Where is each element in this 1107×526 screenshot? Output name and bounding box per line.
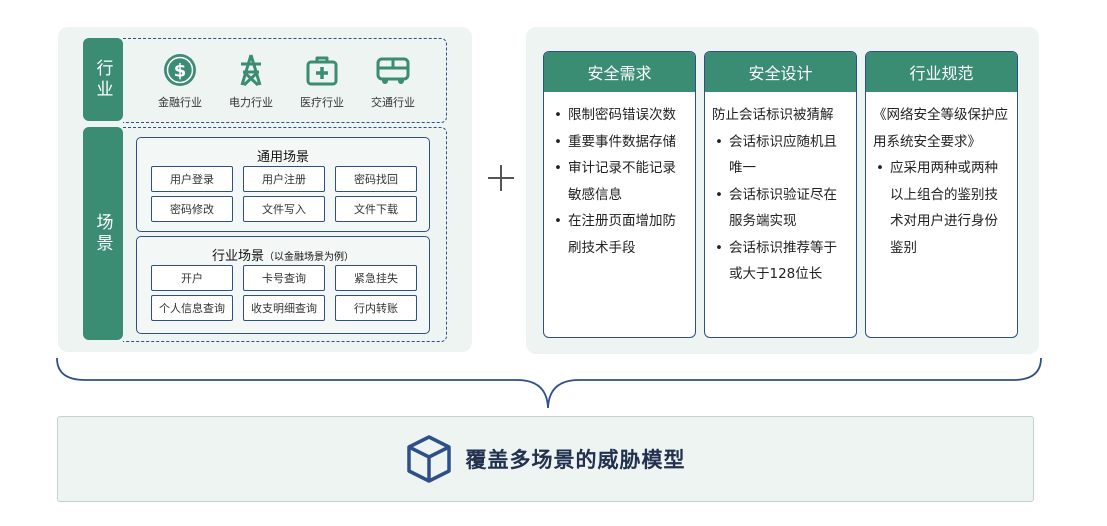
general-scene-box: 通用场景 用户登录 用户注册 密码找回 密码修改 文件写入 文件下载 [136, 137, 430, 232]
scene-chip: 密码找回 [335, 166, 417, 192]
threat-model-title: 覆盖多场景的威胁模型 [465, 448, 686, 472]
bullet-item: 审计记录不能记录敏感信息 [551, 155, 688, 208]
industry-scene-title: 行业场景（以金融场景为例） [211, 249, 354, 264]
scene-chip: 个人信息查询 [151, 295, 233, 321]
curly-brace [56, 357, 1042, 409]
industry-transport: 交通行业 [358, 52, 428, 110]
scene-dashed-frame [123, 127, 447, 342]
bullet-item: 会话标识应随机且唯一 [712, 129, 849, 182]
scene-chip: 收支明细查询 [243, 295, 325, 321]
scene-chip: 开户 [151, 265, 233, 291]
bullet-item: 在注册页面增加防刷技术手段 [551, 208, 688, 261]
scene-chip: 文件下载 [335, 196, 417, 222]
industry-label: 医疗行业 [300, 96, 344, 109]
industry-medical: 医疗行业 [287, 52, 357, 110]
bullet-item: 重要事件数据存储 [551, 129, 688, 156]
dollar-coin-icon: $ [164, 54, 196, 86]
column-title: 安全设计 [705, 52, 856, 92]
medical-kit-icon [306, 56, 338, 86]
scene-chip: 卡号查询 [243, 265, 325, 291]
industry-tab: 行业 [83, 38, 123, 121]
industry-label: 交通行业 [371, 96, 415, 109]
scene-chip: 行内转账 [335, 295, 417, 321]
plus-icon [488, 165, 514, 191]
bullet-item: 应采用两种或两种以上组合的鉴别技术对用户进行身份鉴别 [873, 155, 1010, 261]
scene-chip: 文件写入 [243, 196, 325, 222]
security-requirements-column: 安全需求 限制密码错误次数 重要事件数据存储 审计记录不能记录敏感信息 在注册页… [543, 51, 696, 338]
industry-scene-box: 行业场景（以金融场景为例） 开户 卡号查询 紧急挂失 个人信息查询 收支明细查询… [136, 236, 430, 334]
security-design-column: 安全设计 防止会话标识被猜解 会话标识应随机且唯一 会话标识验证尽在服务端实现 … [704, 51, 857, 338]
scene-tab: 场景 [83, 127, 123, 340]
scene-chip: 用户登录 [151, 166, 233, 192]
industry-label: 电力行业 [229, 96, 273, 109]
threat-model-banner: 覆盖多场景的威胁模型 [57, 416, 1034, 502]
column-intro: 《网络安全等级保护应用系统安全要求》 [873, 107, 1008, 150]
svg-text:$: $ [174, 61, 187, 82]
bullet-item: 会话标识推荐等于或大于128位长 [712, 235, 849, 288]
column-title: 行业规范 [866, 52, 1017, 92]
power-tower-icon [240, 54, 262, 87]
column-intro: 防止会话标识被猜解 [712, 107, 834, 123]
bullet-item: 限制密码错误次数 [551, 102, 688, 129]
scene-chip: 紧急挂失 [335, 265, 417, 291]
industry-finance: $ 金融行业 [145, 52, 215, 110]
industry-label: 金融行业 [158, 96, 202, 109]
bus-icon [376, 57, 410, 84]
industry-dashed-frame [123, 38, 447, 123]
bullet-item: 会话标识验证尽在服务端实现 [712, 182, 849, 235]
scene-chip: 密码修改 [151, 196, 233, 222]
scene-chip: 用户注册 [243, 166, 325, 192]
industry-power: 电力行业 [216, 52, 286, 110]
general-scene-title: 通用场景 [256, 150, 309, 165]
column-title: 安全需求 [544, 52, 695, 92]
industry-standards-column: 行业规范 《网络安全等级保护应用系统安全要求》 应采用两种或两种以上组合的鉴别技… [865, 51, 1018, 338]
industry-scene-note: （以金融场景为例） [264, 252, 354, 263]
cube-icon [406, 435, 451, 483]
